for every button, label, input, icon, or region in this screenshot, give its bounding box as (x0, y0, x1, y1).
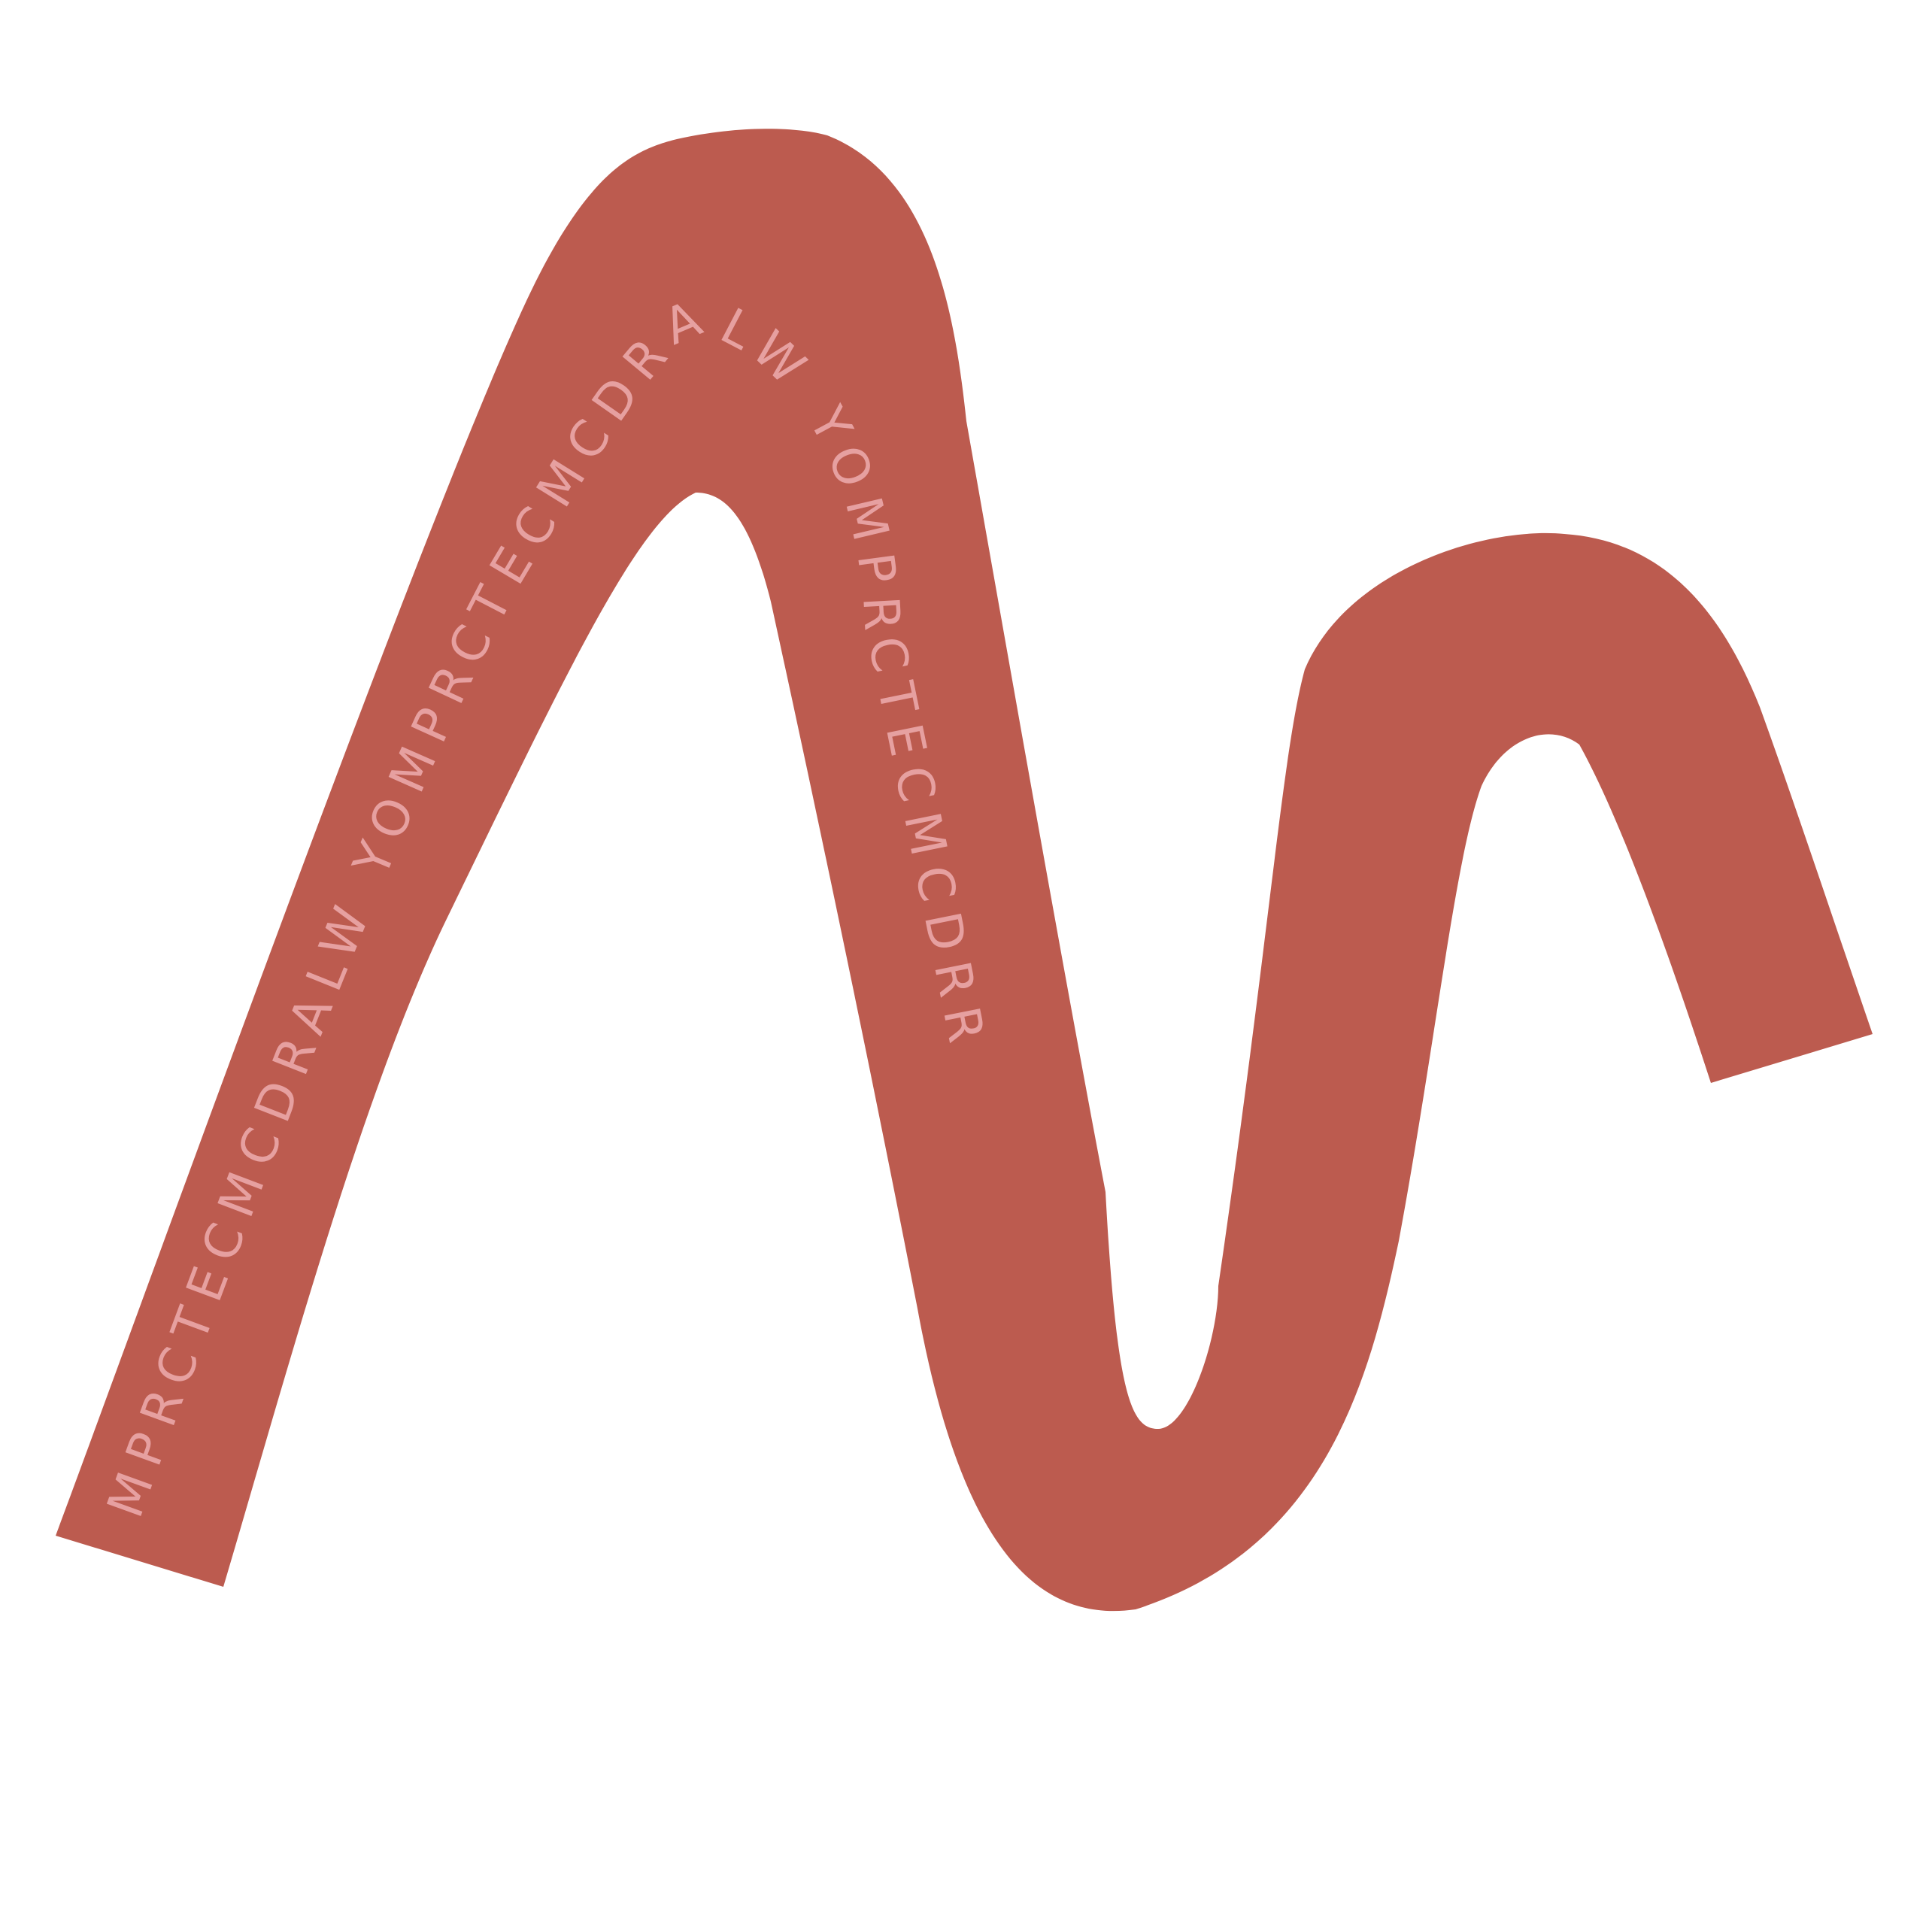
ribbon-band (56, 129, 1873, 1612)
